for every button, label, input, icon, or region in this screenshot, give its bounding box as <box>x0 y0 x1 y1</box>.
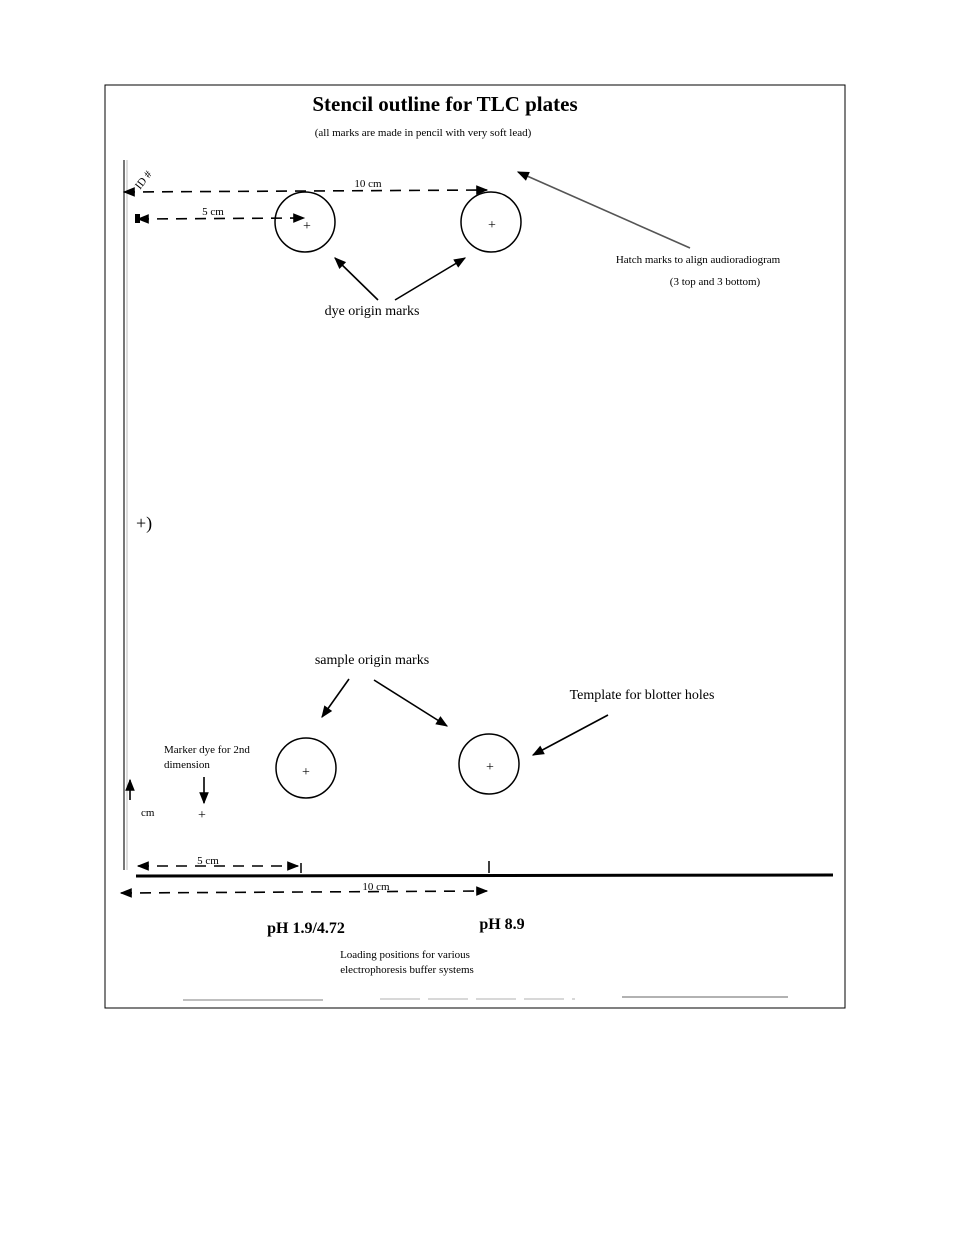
top-10cm-arrow <box>122 185 489 197</box>
page-title: Stencil outline for TLC plates <box>312 92 577 116</box>
dye-origin-plus-left: + <box>303 219 311 234</box>
dye-origin-circle-right <box>460 191 522 253</box>
sample-origin-circle-left <box>275 737 337 799</box>
top-10cm-label: 10 cm <box>354 178 382 190</box>
id-label: ID # <box>133 168 155 191</box>
dye-origin-arrow-left <box>334 257 379 301</box>
dye-origin-plus-right: + <box>488 218 496 233</box>
dye-origin-circle-left <box>274 191 336 253</box>
ph-left-label: pH 1.9/4.72 <box>267 920 345 937</box>
bottom-5cm-label: 5 cm <box>197 855 219 867</box>
hatch-label-line1: Hatch marks to align audioradiogram <box>616 254 781 266</box>
top-5cm-label: 5 cm <box>202 206 224 218</box>
marker-dye-plus: + <box>198 808 206 823</box>
bottom-10cm-label: 10 cm <box>362 881 390 893</box>
marker-dye-line1: Marker dye for 2nd <box>164 744 250 756</box>
loading-line1: Loading positions for various <box>340 949 470 961</box>
page-subtitle: (all marks are made in pencil with very … <box>315 127 532 139</box>
blotter-arrow <box>531 714 609 756</box>
dye-origin-label: dye origin marks <box>325 304 420 319</box>
sample-origin-arrow-left <box>321 678 350 718</box>
top-5cm-tick <box>135 214 140 223</box>
one-cm-label: cm <box>141 807 155 819</box>
polarity-mark: +) <box>136 513 152 534</box>
page-frame <box>104 84 846 1009</box>
marker-dye-line2: dimension <box>164 759 210 771</box>
sample-origin-circle-right <box>458 733 520 795</box>
dye-origin-arrow-right <box>394 257 467 301</box>
bottom-base-line <box>135 873 834 878</box>
sample-origin-plus-right: + <box>486 760 494 775</box>
sample-origin-arrow-right <box>373 679 449 727</box>
blotter-label: Template for blotter holes <box>570 688 715 703</box>
hatch-label-line2: (3 top and 3 bottom) <box>670 276 761 288</box>
hatch-arrow <box>516 171 691 249</box>
sample-origin-label: sample origin marks <box>315 653 429 668</box>
bottom-10cm-arrow <box>119 886 489 898</box>
ph-right-label: pH 8.9 <box>479 916 524 933</box>
top-5cm-arrow <box>136 213 306 224</box>
loading-line2: electrophoresis buffer systems <box>340 964 474 976</box>
sample-origin-plus-left: + <box>302 765 310 780</box>
